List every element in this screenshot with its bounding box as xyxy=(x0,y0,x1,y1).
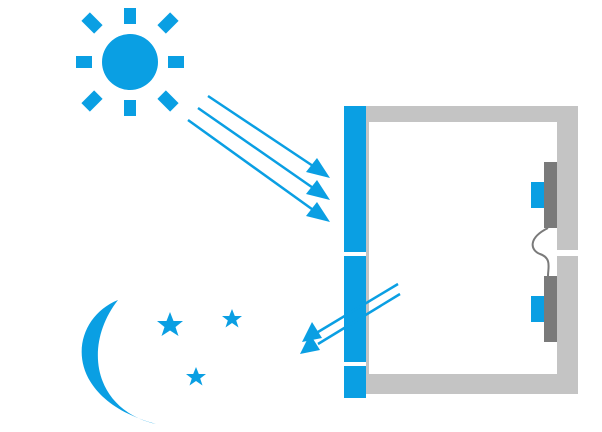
sun-ray xyxy=(76,56,92,68)
arrow-left-down-icon xyxy=(300,334,320,354)
star-icon xyxy=(222,309,242,328)
device-module-lower xyxy=(531,296,544,322)
moon-crescent xyxy=(81,300,156,424)
arrow-right-down-icon xyxy=(306,202,330,222)
ceiling-wall xyxy=(366,106,578,122)
sun-icon xyxy=(76,8,184,116)
star-icon xyxy=(186,367,206,386)
smart-glass-facade xyxy=(344,106,369,398)
sun-ray xyxy=(157,90,179,112)
glass-panel-upper xyxy=(344,106,366,252)
outgoing-ray-line xyxy=(317,282,399,334)
outgoing-ray-arrows xyxy=(300,282,401,354)
incoming-ray-line xyxy=(187,118,317,214)
stars xyxy=(157,309,242,386)
window-frame xyxy=(366,106,369,394)
star-icon xyxy=(157,312,183,336)
crescent-moon-icon xyxy=(81,300,156,424)
glass-panel-base xyxy=(344,366,366,398)
incoming-ray-arrows xyxy=(187,94,330,222)
device-mount-upper xyxy=(544,162,557,228)
incoming-ray-line xyxy=(197,106,317,192)
outgoing-ray-line xyxy=(317,292,401,346)
room-walls xyxy=(366,106,578,394)
device-module-upper xyxy=(531,182,544,208)
back-wall-upper xyxy=(557,106,578,250)
arrow-right-down-icon xyxy=(306,180,330,200)
sun-ray xyxy=(124,100,136,116)
sun-ray xyxy=(157,12,179,34)
arrow-left-down-icon xyxy=(302,322,322,342)
sun-ray xyxy=(81,12,103,34)
sun-ray xyxy=(124,8,136,24)
arrow-right-down-icon xyxy=(306,158,330,178)
incoming-ray-line xyxy=(207,94,317,170)
floor-wall xyxy=(366,374,578,394)
sun-ray xyxy=(81,90,103,112)
sun-disc xyxy=(102,34,158,90)
wall-devices xyxy=(531,162,557,342)
device-mount-lower xyxy=(544,276,557,342)
cable-icon xyxy=(531,227,550,277)
back-wall-lower xyxy=(557,256,578,394)
sun-ray xyxy=(168,56,184,68)
